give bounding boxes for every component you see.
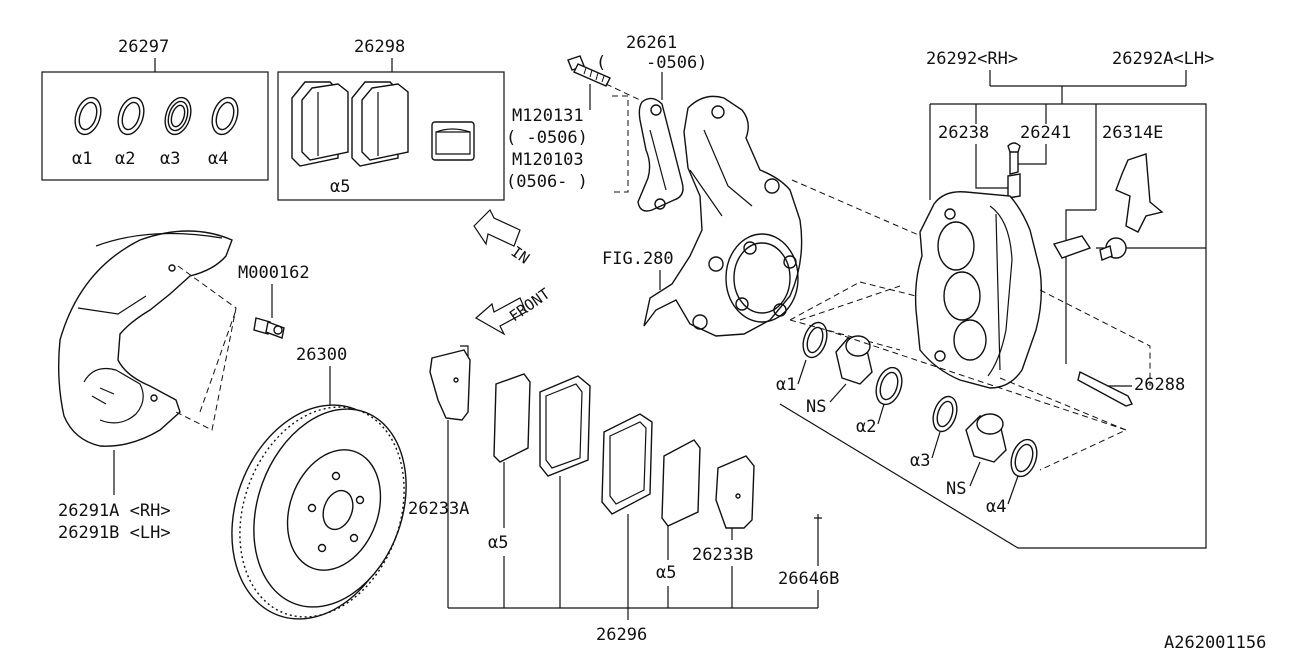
label-ns-2[interactable]: NS (946, 479, 966, 499)
brake-pad-pair-left-icon[interactable] (291, 81, 349, 167)
group-piston-seals: α1 NS α2 α3 NS α4 (776, 319, 1127, 517)
label-26292[interactable]: 26292<RH> (926, 49, 1018, 69)
label-26261[interactable]: 26261 (626, 33, 677, 53)
group-26298: 26298 α5 (277, 37, 505, 201)
label-26291b[interactable]: 26291B <LH> (58, 523, 171, 543)
label-26298[interactable]: 26298 (354, 37, 405, 57)
label-m120131-range[interactable]: ( -0506) (506, 128, 588, 148)
label-26297[interactable]: 26297 (118, 37, 169, 57)
callout-a4-box[interactable]: α4 (208, 149, 228, 169)
label-26261-open[interactable]: ( (596, 53, 606, 73)
group-26261: 26261 ( -0506) (596, 33, 707, 212)
caliper-bracket-icon[interactable] (637, 97, 684, 212)
group-caliper-bolts: M120131 ( -0506) M120103 (0506- ) (506, 55, 641, 193)
label-26292a[interactable]: 26292A<LH> (1112, 49, 1214, 69)
shield-bolt-icon[interactable] (253, 317, 285, 339)
caliper-pin-icon[interactable] (1099, 237, 1127, 261)
dust-shield-icon[interactable] (57, 230, 233, 447)
pad-spring-icon[interactable] (1115, 153, 1164, 233)
group-26288: 26288 (1077, 370, 1185, 407)
pad-retainer-clip-icon[interactable] (1052, 235, 1092, 259)
label-m120131[interactable]: M120131 (512, 106, 584, 126)
seal-ring-a3-icon[interactable] (161, 94, 196, 138)
label-front: FRONT (506, 285, 553, 326)
label-26241[interactable]: 26241 (1020, 123, 1071, 143)
brake-rotor-icon[interactable] (203, 381, 432, 642)
piston-seal-a2-icon[interactable] (872, 364, 907, 408)
piston-seal-a1-icon[interactable] (799, 319, 831, 360)
label-26261-range[interactable]: -0506) (646, 53, 707, 73)
anti-squeal-shim-26233a-icon[interactable] (429, 345, 471, 421)
callout-a3-box[interactable]: α3 (160, 149, 180, 169)
callout-a1-box[interactable]: α1 (72, 149, 92, 169)
label-26296[interactable]: 26296 (596, 625, 647, 645)
slide-pin-icon[interactable] (1077, 370, 1133, 407)
group-m000162: M000162 (238, 263, 310, 339)
anti-squeal-shim-26233b-icon[interactable] (715, 455, 755, 529)
front-arrow-icon (474, 297, 527, 336)
wear-pad-icon[interactable] (661, 439, 701, 527)
callout-a5-left[interactable]: α5 (488, 533, 508, 553)
group-26292: 26292<RH> 26292A<LH> 26238 26241 26314E (779, 49, 1214, 549)
piston-seal-a3-icon[interactable] (929, 393, 961, 434)
label-26291a[interactable]: 26291A <RH> (58, 501, 171, 521)
label-fig280[interactable]: FIG.280 (602, 249, 674, 269)
outer-pad-icon[interactable] (493, 373, 531, 463)
label-26288[interactable]: 26288 (1134, 375, 1185, 395)
group-26291: 26291A <RH> 26291B <LH> (57, 230, 237, 543)
label-26233b[interactable]: 26233B (692, 545, 753, 565)
pad-with-backing-plate-icon[interactable] (539, 375, 591, 477)
seal-ring-a2-icon[interactable] (114, 94, 149, 138)
label-26238[interactable]: 26238 (938, 123, 989, 143)
brake-pad-pair-right-icon[interactable] (351, 81, 409, 167)
group-knuckle: FIG.280 (602, 95, 931, 337)
wear-sensor-clip-icon[interactable] (814, 514, 822, 540)
inner-pad-icon[interactable] (601, 413, 653, 515)
callout-a2-box[interactable]: α2 (115, 149, 135, 169)
box-26297 (41, 71, 269, 181)
caliper-bolt-icon[interactable] (567, 55, 611, 87)
in-arrow-icon (473, 208, 521, 247)
direction-in-arrow: IN (473, 208, 533, 268)
bleeder-screw-icon[interactable] (1007, 142, 1021, 199)
callout-a2-main[interactable]: α2 (856, 417, 876, 437)
diagram-code: A262001156 (1164, 633, 1266, 653)
callout-a1-main[interactable]: α1 (776, 375, 796, 395)
label-ns-1[interactable]: NS (806, 397, 826, 417)
callout-a3-main[interactable]: α3 (910, 451, 930, 471)
group-26300: 26300 (203, 345, 432, 642)
label-26300[interactable]: 26300 (296, 345, 347, 365)
seal-ring-a4-icon[interactable] (208, 94, 243, 138)
label-26314e[interactable]: 26314E (1102, 123, 1163, 143)
label-m120103-range[interactable]: (0506- ) (506, 172, 588, 192)
brake-caliper-body-icon[interactable] (914, 191, 1043, 389)
callout-a5-box[interactable]: α5 (330, 177, 350, 197)
box-26298 (277, 71, 505, 201)
label-26646b[interactable]: 26646B (778, 569, 839, 589)
group-26297: 26297 α1 α2 α3 α4 (41, 37, 269, 181)
label-m120103[interactable]: M120103 (512, 150, 584, 170)
label-in: IN (508, 243, 533, 268)
steering-knuckle-icon[interactable] (643, 95, 803, 337)
seal-ring-a1-icon[interactable] (71, 94, 106, 138)
direction-front-arrow: FRONT (474, 285, 553, 336)
label-26233a[interactable]: 26233A (408, 499, 469, 519)
piston-front-icon[interactable] (835, 335, 873, 385)
piston-seal-a4-icon[interactable] (1007, 436, 1042, 480)
grease-packet-icon[interactable] (431, 121, 475, 161)
piston-rear-icon[interactable] (965, 413, 1007, 463)
label-m000162[interactable]: M000162 (238, 263, 310, 283)
callout-a5-right[interactable]: α5 (656, 563, 676, 583)
callout-a4-main[interactable]: α4 (986, 497, 1006, 517)
group-26296: 26233A α5 α5 26233B 26646B 26296 (408, 345, 839, 645)
